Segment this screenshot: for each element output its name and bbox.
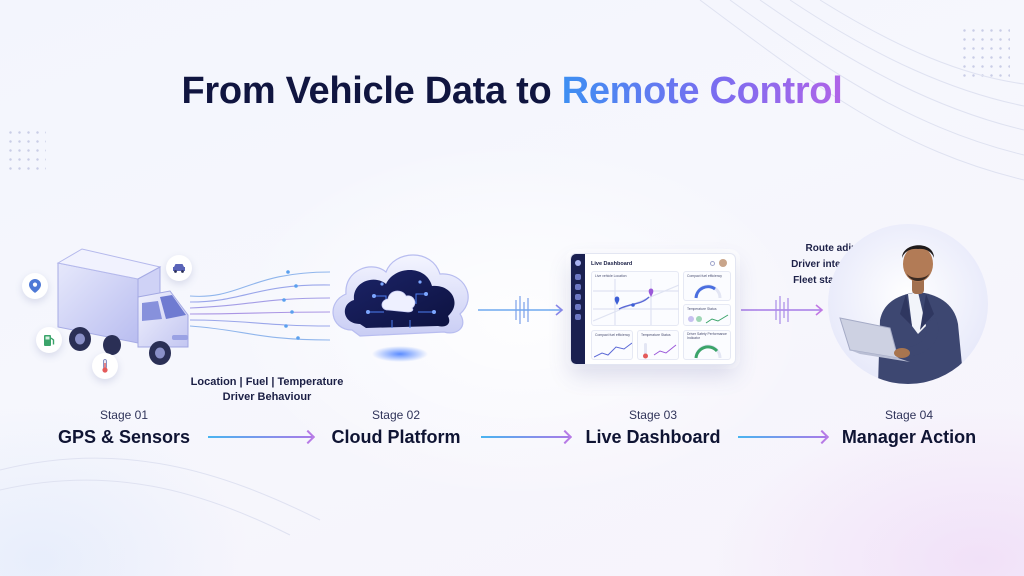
stage-name: Manager Action [841,427,977,447]
compact-fuel-card: Compact fuel efficiency [591,330,633,360]
stage-name: Cloud Platform [331,427,461,447]
page-title: From Vehicle Data to Remote Control [0,70,1024,113]
stage-number: Stage 02 [371,408,421,422]
fuel-efficiency-card: Compact fuel efficiency [683,271,731,301]
map-card: Live vehicle Location [591,271,679,326]
sensor-data-caption: Location | Fuel | Temperature Driver Beh… [190,376,344,403]
temperature-card: Temperature Status [683,304,731,326]
dashboard-sidebar [571,254,585,364]
arrow-right-icon [738,436,826,438]
live-dashboard-mockup: Live Dashboard Live vehicle Location Com… [570,253,736,365]
truck-illustration [20,235,240,385]
stage-number: Stage 01 [99,408,149,422]
arrow-right-icon [208,436,312,438]
stage-3: Stage 03 Live Dashboard [558,408,748,448]
bell-icon [710,261,715,266]
avatar [719,259,727,267]
location-pin-icon [22,273,48,299]
manager-illustration [826,222,990,386]
stage-1: Stage 01 GPS & Sensors [29,408,219,448]
stage-name: Live Dashboard [585,427,721,447]
decorative-dots [6,128,46,172]
stage-4: Stage 04 Manager Action [814,408,1004,448]
arrow-right-icon [481,436,569,438]
dashboard-title: Live Dashboard [591,261,633,267]
stage-number: Stage 03 [628,408,678,422]
cloud-platform-illustration [322,232,482,367]
stage-name: GPS & Sensors [57,427,191,447]
thermometer-icon [92,353,118,379]
driver-safety-card: Driver Safety Performance Indicator [683,330,731,360]
title-prefix: From Vehicle Data to [181,70,552,112]
car-icon [166,255,192,281]
title-accent: Remote Control [561,70,843,112]
stage-number: Stage 04 [884,408,934,422]
fuel-pump-icon [36,327,62,353]
stage-2: Stage 02 Cloud Platform [301,408,491,448]
temperature-status-card: Temperature Status [637,330,679,360]
